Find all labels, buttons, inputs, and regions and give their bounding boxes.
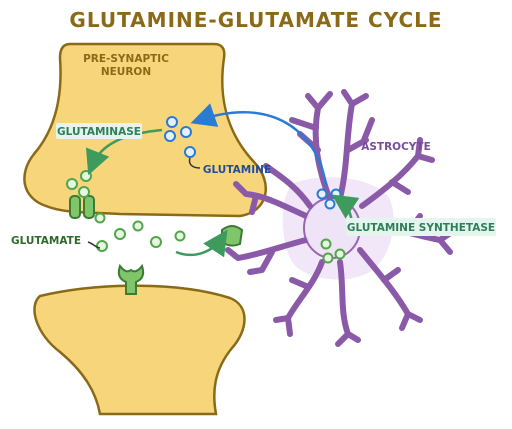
glutamine-synthetase-label: GLUTAMINE SYNTHETASE: [347, 222, 495, 234]
release-channel: [69, 195, 95, 219]
astrocyte-transporter: [221, 225, 244, 247]
glutamate-molecules: [66, 170, 346, 264]
presynaptic-label-line1: PRE-SYNAPTIC: [83, 53, 169, 65]
glutaminase-label-bg: [56, 123, 142, 139]
glutamate-label-leader: [87, 241, 101, 249]
glutaminase-label: GLUTAMINASE: [57, 126, 141, 138]
postsynaptic-receptor: [117, 263, 145, 295]
glutamate-label: GLUTAMATE: [11, 235, 81, 247]
glutamine-transport-arrow: [190, 103, 328, 187]
presynaptic-label-line2: NEURON: [101, 66, 151, 78]
synthetase-label-bg: [346, 218, 496, 236]
diagram-title: GLUTAMINE-GLUTAMATE CYCLE: [69, 8, 442, 32]
glutamate-uptake-arrow: [175, 229, 228, 258]
glutamine-label: GLUTAMINE: [203, 164, 271, 176]
astrocyte: [225, 89, 455, 347]
astrocyte-label: ASTROCYTE: [361, 141, 431, 153]
glutaminase-arrow: [85, 128, 163, 176]
postsynaptic-neuron: [33, 284, 246, 416]
glutamine-label-leader: [188, 157, 201, 169]
